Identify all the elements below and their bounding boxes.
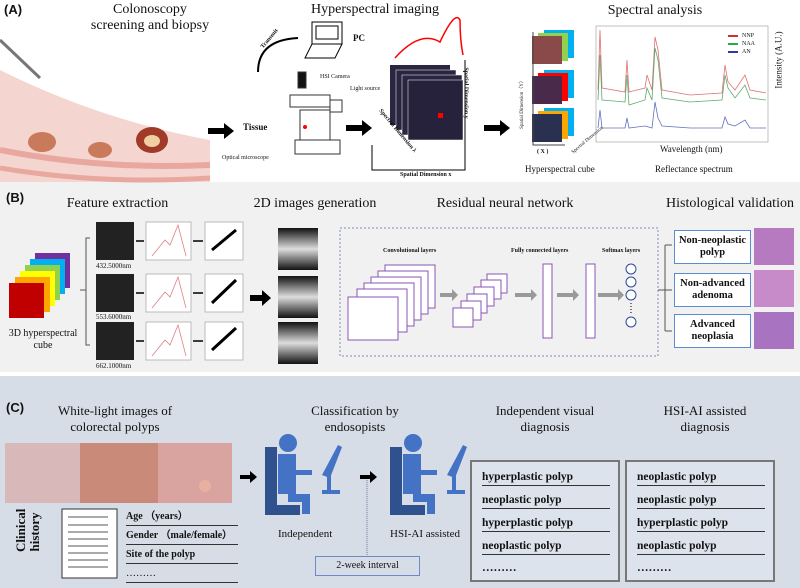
dx-item: hyperplastic polyp bbox=[482, 470, 610, 486]
spatial-x-label: Spatial Dimension x bbox=[400, 172, 452, 178]
hyperspectral-cube-caption: Hyperspectral cube bbox=[525, 164, 595, 174]
cube-3d-b bbox=[9, 237, 90, 346]
dx-item: neoplastic polyp bbox=[637, 539, 765, 555]
panel-c-label: (C) bbox=[6, 400, 25, 415]
legend-naa: NAA bbox=[742, 41, 755, 47]
colon-illustration bbox=[0, 38, 211, 183]
2d-images-title: 2D images generation bbox=[253, 196, 377, 211]
hsi-diagnosis-title: HSI-AI assisted diagnosis bbox=[663, 403, 747, 434]
panel-a-label: (A) bbox=[4, 2, 23, 17]
reflectance-spectrum-plot bbox=[595, 25, 769, 143]
colonoscopy-title: Colonoscopy screening and biopsy bbox=[90, 2, 210, 33]
hsi-stack bbox=[371, 16, 466, 171]
legend-nnp: NNP bbox=[742, 33, 755, 39]
tissue-label: Tissue bbox=[243, 122, 268, 132]
fc-layers-label: Fully connected layers bbox=[511, 248, 569, 254]
classification-title: Classification by endosopists bbox=[311, 403, 399, 434]
white-light-images bbox=[5, 443, 257, 579]
independent-diagnosis-box: hyperplastic polyp neoplastic polyp hype… bbox=[470, 460, 620, 582]
optical-microscope-label: Optical microscope bbox=[222, 155, 269, 161]
class-non-neoplastic: Non-neoplastic polyp bbox=[674, 230, 751, 264]
spectral-analysis-title: Spectral analysis bbox=[607, 3, 703, 18]
wavelength-2: 553.6000nm bbox=[96, 313, 132, 321]
histology-images bbox=[754, 228, 794, 349]
history-age: Age （years） bbox=[126, 511, 238, 526]
hsi-diagnosis-box: neoplastic polyp neoplastic polyp hyperp… bbox=[625, 460, 775, 582]
flow-arrows-a bbox=[208, 120, 510, 139]
dx-item: neoplastic polyp bbox=[637, 493, 765, 509]
panel-b-label: (B) bbox=[6, 190, 25, 205]
wavelength-1: 432.5000nm bbox=[96, 262, 132, 270]
clinical-history-label: Clinical history bbox=[13, 508, 42, 552]
dx-item: neoplastic polyp bbox=[637, 470, 765, 486]
3d-cube-label: 3D hyperspectral cube bbox=[8, 328, 78, 351]
hyperspectral-cubes bbox=[532, 30, 574, 146]
dx-item: neoplastic polyp bbox=[482, 539, 610, 555]
microscope-icon bbox=[289, 71, 343, 155]
white-light-title: White-light images of colorectal polyps bbox=[57, 403, 173, 434]
dx-item: hyperplastic polyp bbox=[482, 516, 610, 532]
endoscopist-icons bbox=[265, 434, 467, 556]
cube-y-label: Spatial Dimension（Y） bbox=[519, 78, 525, 129]
legend-an: AN bbox=[742, 49, 751, 55]
conv-layers-label: Convolutional layers bbox=[383, 248, 437, 254]
wavelength-3: 662.1000nm bbox=[96, 362, 132, 370]
hsi-camera-label: HSI Camera bbox=[320, 74, 350, 80]
resnet-diagram bbox=[339, 227, 672, 357]
class-non-advanced: Non-advanced adenoma bbox=[674, 273, 751, 307]
independent-diagnosis-title: Independent visual diagnosis bbox=[495, 403, 595, 434]
feature-rows bbox=[96, 221, 271, 361]
hsi-assisted-label: HSI-AI assisted bbox=[390, 528, 460, 540]
cube-x-label: ( X ) bbox=[537, 149, 549, 155]
class-advanced: Advanced neoplasia bbox=[674, 314, 751, 348]
softmax-layers-label: Softmax layers bbox=[602, 248, 641, 254]
histological-validation-title: Histological validation bbox=[666, 196, 794, 211]
dx-item: ……… bbox=[637, 562, 672, 574]
dx-item: ……… bbox=[482, 562, 517, 574]
history-more: ……… bbox=[126, 568, 238, 583]
independent-label: Independent bbox=[278, 528, 333, 540]
history-gender: Gender （male/female） bbox=[126, 530, 238, 545]
light-source-label: Light source bbox=[350, 86, 381, 92]
spatial-y-label: Spatial Dimension y bbox=[462, 67, 469, 119]
dx-item: neoplastic polyp bbox=[482, 493, 610, 509]
reflectance-spectrum-caption: Reflectance spectrum bbox=[655, 164, 733, 174]
pc-icon bbox=[257, 21, 343, 73]
resnet-title: Residual neural network bbox=[436, 196, 574, 211]
history-site: Site of the polyp bbox=[126, 549, 238, 564]
dx-item: hyperplastic polyp bbox=[637, 516, 765, 532]
pc-label: PC bbox=[353, 33, 365, 43]
spectrum-ylabel: Intensity (A.U.) bbox=[773, 31, 784, 89]
spectrum-xlabel: Wavelength (nm) bbox=[660, 144, 723, 154]
feature-extraction-title: Feature extraction bbox=[66, 196, 169, 211]
2d-images bbox=[278, 228, 318, 364]
hsi-title: Hyperspectral imaging bbox=[311, 2, 439, 17]
interval-box: 2-week interval bbox=[315, 556, 420, 576]
